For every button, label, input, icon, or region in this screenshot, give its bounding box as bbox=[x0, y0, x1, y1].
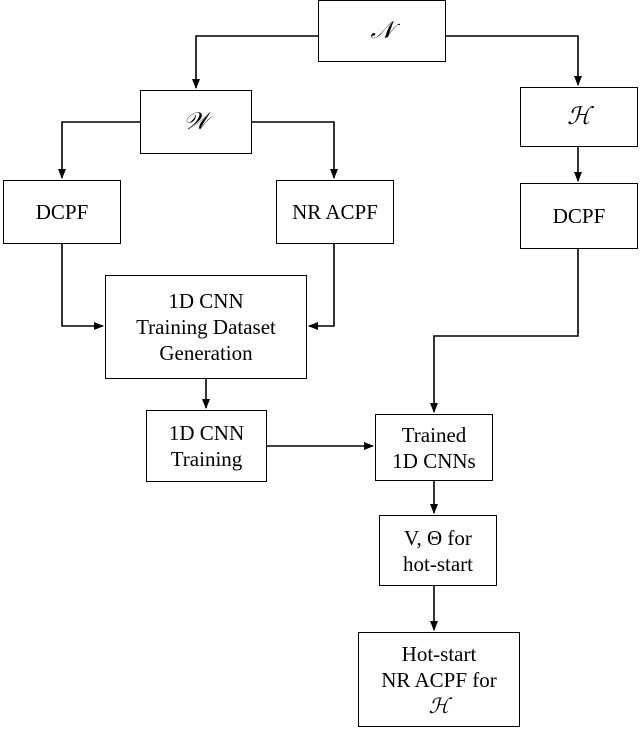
node-n-label: 𝒩 bbox=[371, 18, 394, 44]
node-text-line: V, Θ for bbox=[404, 525, 472, 550]
node-text-line: DCPF bbox=[35, 200, 89, 224]
node-text-line: Training Dataset bbox=[136, 315, 276, 339]
arrow-n-to-w bbox=[192, 35, 318, 89]
node-text-line: Training bbox=[170, 447, 243, 471]
node-text-line: hot-start bbox=[403, 551, 473, 576]
arrow-dcpf-left-to-dataset bbox=[61, 244, 104, 330]
node-text-line: NR ACPF for bbox=[381, 667, 497, 692]
node-w: 𝒲 bbox=[140, 90, 252, 154]
node-text-line: NR ACPF bbox=[292, 200, 378, 224]
arrow-dcpf-right-to-trained bbox=[430, 249, 579, 413]
node-h: ℋ bbox=[520, 87, 638, 147]
node-dcpf-left: DCPF bbox=[3, 180, 121, 244]
node-h-label: ℋ bbox=[567, 104, 591, 130]
node-dcpf-left-label: DCPF bbox=[36, 199, 89, 225]
arrow-w-to-nr-acpf bbox=[252, 121, 338, 179]
node-text-line: ℋ bbox=[428, 693, 450, 718]
node-dcpf-right: DCPF bbox=[520, 183, 638, 249]
arrow-nr-acpf-to-dataset bbox=[308, 244, 335, 330]
node-n: 𝒩 bbox=[318, 0, 446, 62]
node-text-line: DCPF bbox=[552, 204, 606, 228]
node-text-line: 𝒩 bbox=[370, 18, 394, 44]
node-text-line: 1D CNN bbox=[168, 289, 244, 313]
node-text-line: 𝒲 bbox=[183, 109, 209, 135]
node-text-line: 1D CNN bbox=[168, 421, 245, 445]
node-text-line: Trained bbox=[401, 422, 467, 447]
node-text-line: ℋ bbox=[567, 104, 591, 130]
node-text-line: 1D CNNs bbox=[392, 448, 476, 473]
node-w-label: 𝒲 bbox=[183, 109, 208, 135]
node-dcpf-right-label: DCPF bbox=[553, 203, 606, 229]
arrow-w-to-dcpf-left bbox=[58, 121, 140, 179]
node-text-line: Generation bbox=[159, 341, 253, 365]
node-nr-acpf-label: NR ACPF bbox=[292, 199, 378, 225]
node-nr-acpf: NR ACPF bbox=[276, 180, 394, 244]
node-text-line: Hot-start bbox=[401, 641, 477, 666]
arrow-n-to-h bbox=[446, 35, 582, 86]
